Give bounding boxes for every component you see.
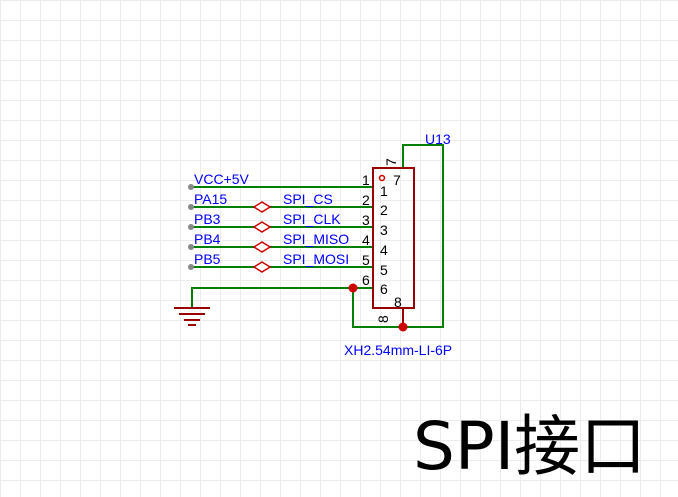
pin-number: 2 xyxy=(362,192,370,208)
pin-name: 3 xyxy=(380,222,388,238)
pin-name: 4 xyxy=(380,242,388,258)
pin-name: 5 xyxy=(380,262,388,278)
bidirectional-port-icon[interactable] xyxy=(252,261,272,273)
pin-number: 6 xyxy=(362,272,370,288)
component-designator[interactable]: U13 xyxy=(425,131,451,147)
port-label-cs[interactable]: SPI_CS xyxy=(283,191,333,207)
port-markers xyxy=(252,201,272,273)
component-value[interactable]: XH2.54mm-LI-6P xyxy=(344,342,452,358)
pin-number: 3 xyxy=(362,212,370,228)
endpoint-vcc xyxy=(188,184,194,190)
pin-name: 2 xyxy=(380,202,388,218)
pin-number: 5 xyxy=(362,252,370,268)
junction-dot-icon[interactable] xyxy=(398,322,408,332)
endpoint-pb5 xyxy=(188,264,194,270)
ground-symbol-icon[interactable] xyxy=(174,306,210,326)
wire-endpoints xyxy=(188,184,194,270)
net-label-pb5[interactable]: PB5 xyxy=(194,251,221,267)
pin-name: 1 xyxy=(380,183,388,199)
junction-dot-icon[interactable] xyxy=(348,283,358,293)
net-label-pb3[interactable]: PB3 xyxy=(194,211,221,227)
page-title[interactable]: SPI接口 xyxy=(413,408,647,485)
pin-name: 8 xyxy=(394,294,402,310)
pin1-marker-icon xyxy=(378,174,386,182)
pin-name: 7 xyxy=(393,172,401,188)
pin-number-bottom: 8 xyxy=(375,315,391,323)
port-label-mosi[interactable]: SPI_MOSI xyxy=(283,251,349,267)
net-label-vcc[interactable]: VCC+5V xyxy=(194,171,250,187)
component-body[interactable] xyxy=(372,167,415,309)
pin-number-top: 7 xyxy=(383,158,399,166)
net-label-pb4[interactable]: PB4 xyxy=(194,231,221,247)
endpoint-pb4 xyxy=(188,244,194,250)
wire-gnd[interactable] xyxy=(191,287,373,306)
port-label-clk[interactable]: SPI_CLK xyxy=(283,211,341,227)
pin-numbers-inner: 1 2 3 4 5 6 7 8 xyxy=(380,172,402,310)
pin-name: 6 xyxy=(380,281,388,297)
net-labels: VCC+5V PA15 PB3 PB4 PB5 xyxy=(194,171,250,267)
net-label-pa15[interactable]: PA15 xyxy=(194,191,227,207)
pin-number: 4 xyxy=(362,232,370,248)
bidirectional-port-icon[interactable] xyxy=(252,241,272,253)
wires xyxy=(191,144,444,328)
port-label-miso[interactable]: SPI_MISO xyxy=(283,231,349,247)
junctions xyxy=(348,283,408,332)
pin-number: 1 xyxy=(362,172,370,188)
endpoint-pb3 xyxy=(188,224,194,230)
bidirectional-port-icon[interactable] xyxy=(252,221,272,233)
port-labels: SPI_CS SPI_CLK SPI_MISO SPI_MOSI xyxy=(283,191,349,267)
endpoint-pa15 xyxy=(188,204,194,210)
pin-numbers-outer: 1 2 3 4 5 6 xyxy=(362,172,370,288)
wire-shield-bottom[interactable] xyxy=(352,144,444,328)
bidirectional-port-icon[interactable] xyxy=(252,201,272,213)
